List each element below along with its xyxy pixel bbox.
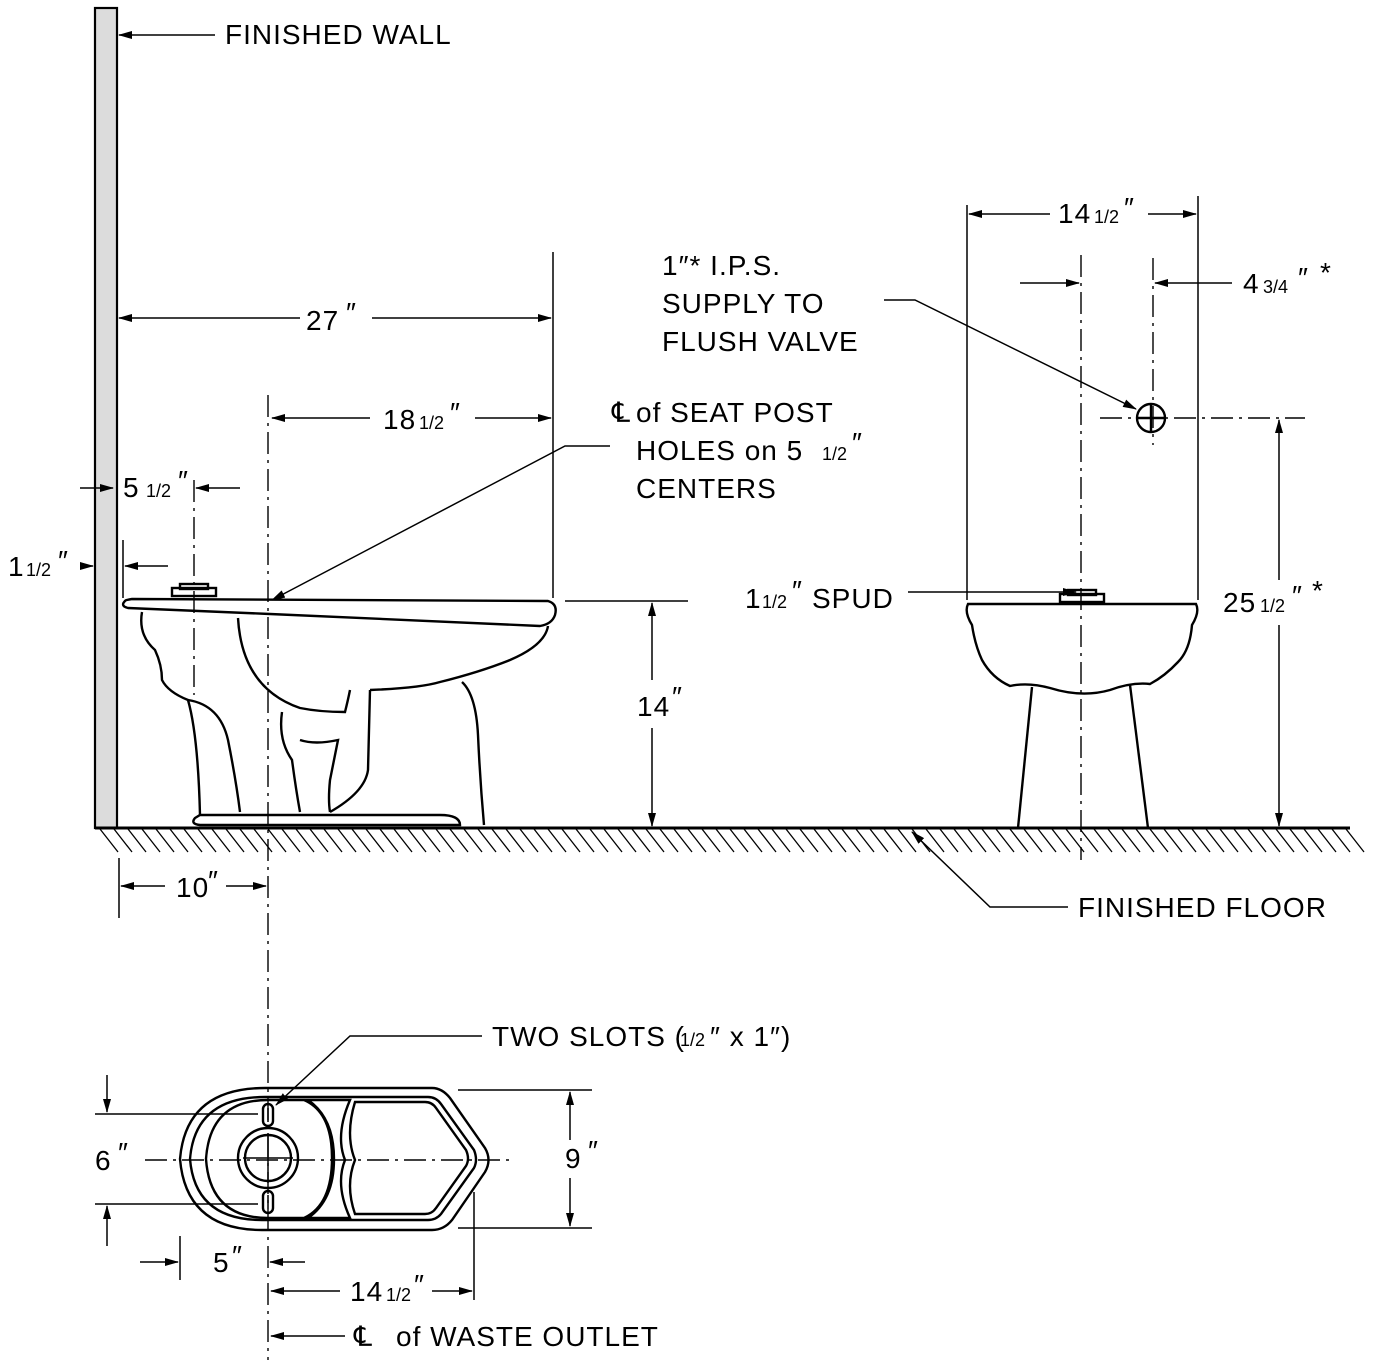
dim-18-half: 18 1/2 ″ xyxy=(271,397,552,435)
svg-text:*: * xyxy=(1312,575,1324,606)
svg-text:1/2: 1/2 xyxy=(419,413,444,433)
dim-25-half: 25 1/2 ″ * xyxy=(1223,419,1324,827)
svg-text:6: 6 xyxy=(95,1145,112,1176)
svg-text:14: 14 xyxy=(1058,198,1091,229)
finished-floor xyxy=(95,826,1365,853)
svg-text:of WASTE OUTLET: of WASTE OUTLET xyxy=(396,1321,659,1352)
supply-callout: 1″* I.P.S. SUPPLY TO FLUSH VALVE xyxy=(662,250,1137,410)
svg-text:3/4: 3/4 xyxy=(1263,277,1288,297)
finished-wall xyxy=(93,6,119,830)
svg-text:5: 5 xyxy=(123,472,140,503)
svg-text:″: ″ xyxy=(58,545,69,576)
svg-text:″: ″ xyxy=(118,1137,129,1168)
svg-text:1/2: 1/2 xyxy=(1094,207,1119,227)
finished-floor-callout: FINISHED FLOOR xyxy=(911,831,1327,923)
side-view-bowl xyxy=(121,582,557,827)
svg-text:SPUD: SPUD xyxy=(812,583,894,614)
svg-text:″: ″ xyxy=(414,1269,425,1300)
svg-text:of SEAT POST: of SEAT POST xyxy=(636,397,834,428)
waste-outlet-callout: ℄ of WASTE OUTLET xyxy=(270,1321,659,1352)
svg-text:5: 5 xyxy=(213,1247,230,1278)
svg-text:″: ″ xyxy=(450,397,461,428)
finished-wall-callout: FINISHED WALL xyxy=(118,19,452,50)
svg-text:1/2: 1/2 xyxy=(822,444,847,464)
svg-text:1/2: 1/2 xyxy=(680,1030,705,1050)
dim-1-half-wall: 1 1/2 ″ xyxy=(8,540,168,598)
dim-4-three-quarter: 4 3/4 ″ * xyxy=(1020,257,1332,299)
svg-text:25: 25 xyxy=(1223,587,1256,618)
svg-text:℄: ℄ xyxy=(611,397,631,428)
front-centerlines xyxy=(1080,255,1305,860)
svg-text:″: ″ xyxy=(232,1240,243,1271)
svg-text:10: 10 xyxy=(176,872,209,903)
svg-text:14: 14 xyxy=(637,691,670,722)
seat-post-callout: ℄ of SEAT POST HOLES on 5 1/2 ″ CENTERS xyxy=(271,397,863,601)
svg-text:1/2: 1/2 xyxy=(762,592,787,612)
svg-text:1″* I.P.S.: 1″* I.P.S. xyxy=(662,250,781,281)
dim-18-value: 18 xyxy=(383,404,416,435)
spud-callout: 1 1/2 ″ SPUD xyxy=(745,575,1077,614)
svg-text:″: ″ xyxy=(1292,580,1303,611)
plan-view xyxy=(145,1086,510,1232)
svg-text:HOLES on 5: HOLES on 5 xyxy=(636,435,803,466)
svg-text:FINISHED FLOOR: FINISHED FLOOR xyxy=(1078,892,1327,923)
side-centerlines xyxy=(193,395,269,1360)
dim-14-half-plan: 14 1/2 ″ xyxy=(270,1192,475,1307)
dim-9: 9 ″ xyxy=(458,1089,599,1229)
svg-text:1: 1 xyxy=(745,583,762,614)
svg-text:FLUSH VALVE: FLUSH VALVE xyxy=(662,326,859,357)
svg-text:CENTERS: CENTERS xyxy=(636,473,777,504)
front-view-bowl xyxy=(965,588,1199,829)
svg-text:1/2: 1/2 xyxy=(146,481,171,501)
svg-text:1: 1 xyxy=(8,551,25,582)
svg-text:1/2: 1/2 xyxy=(26,560,51,580)
dim-14-half-front: 14 1/2 ″ xyxy=(966,192,1199,600)
svg-text:″: ″ xyxy=(672,681,683,712)
svg-text:TWO SLOTS (: TWO SLOTS ( xyxy=(492,1021,685,1052)
dim-10: 10 ″ xyxy=(118,858,267,918)
dim-5-half-seat: 5 1/2 ″ xyxy=(80,465,240,503)
svg-text:4: 4 xyxy=(1243,268,1260,299)
svg-text:℄: ℄ xyxy=(353,1321,373,1352)
svg-text:″: ″ xyxy=(346,297,357,328)
svg-text:″: ″ xyxy=(1298,262,1309,293)
svg-text:1/2: 1/2 xyxy=(386,1285,411,1305)
svg-text:9: 9 xyxy=(565,1143,582,1174)
svg-text:″: ″ xyxy=(588,1135,599,1166)
svg-text:″: ″ xyxy=(178,465,189,496)
dim-5-plan: 5 ″ xyxy=(140,1236,305,1280)
svg-text:″ x 1″): ″ x 1″) xyxy=(710,1021,791,1052)
dim-27: 27 ″ xyxy=(118,252,554,598)
finished-wall-label: FINISHED WALL xyxy=(225,19,452,50)
svg-text:14: 14 xyxy=(350,1276,383,1307)
svg-text:″: ″ xyxy=(852,427,863,458)
svg-text:SUPPLY TO: SUPPLY TO xyxy=(662,288,825,319)
dim-14-height: 14 ″ xyxy=(565,600,688,827)
supply-pipe-symbol xyxy=(1135,402,1167,434)
dim-27-value: 27 xyxy=(306,305,339,336)
dim-6: 6 ″ xyxy=(95,1075,258,1246)
svg-text:″: ″ xyxy=(792,575,803,606)
svg-text:1/2: 1/2 xyxy=(1260,596,1285,616)
svg-text:*: * xyxy=(1320,257,1332,288)
svg-text:″: ″ xyxy=(1124,192,1135,223)
two-slots-callout: TWO SLOTS ( 1/2 ″ x 1″) xyxy=(275,1021,791,1106)
svg-text:″: ″ xyxy=(208,865,219,896)
